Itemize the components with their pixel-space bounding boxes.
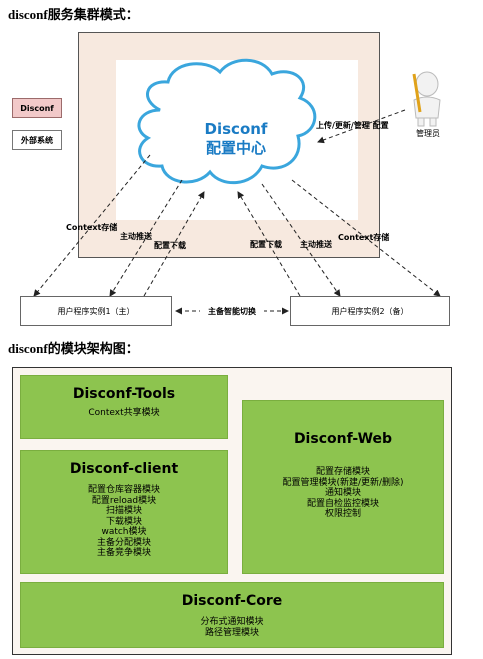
admin-figure-icon <box>412 71 441 127</box>
edge-download-left <box>143 191 205 297</box>
legend-external-label: 外部系统 <box>21 135 53 145</box>
app-instance-backup: 用户程序实例2（备） <box>290 296 450 326</box>
label-download-right: 配置下载 <box>250 240 282 249</box>
module-item: 配置自检监控模块 <box>306 498 379 509</box>
edge-context-store-left <box>33 154 151 297</box>
label-context-store-right: Context存储 <box>338 233 390 242</box>
edge-active-push-right <box>261 183 341 297</box>
module-item: Context共享模块 <box>88 408 160 418</box>
module-tools-items: Context共享模块 <box>88 408 159 419</box>
module-item: 主备竞争模块 <box>96 548 151 558</box>
label-download-left: 配置下载 <box>154 241 186 250</box>
section-title-architecture: disconf的模块架构图： <box>8 341 139 356</box>
legend-external: 外部系统 <box>12 130 62 150</box>
app-instance-primary-label: 用户程序实例1（主） <box>57 306 135 316</box>
module-web-items: 配置存储模块 配置管理模块(新建/更新/删除) 通知模块 配置自检监控模块 权限… <box>282 467 403 520</box>
module-item: watch模块 <box>101 527 147 537</box>
module-item: 主备分配模块 <box>96 537 151 548</box>
module-item: 配置存储模块 <box>315 467 370 477</box>
config-center-cloud <box>137 58 317 185</box>
app-instance-primary: 用户程序实例1（主） <box>20 296 172 326</box>
module-core-title: Disconf-Core <box>181 593 283 609</box>
config-center-subtitle: 配置中心 <box>205 139 266 157</box>
module-item: 通知模块 <box>324 488 361 498</box>
legend-disconf: Disconf <box>12 98 62 118</box>
module-web: Disconf-Web 配置存储模块 配置管理模块(新建/更新/删除) 通知模块… <box>242 400 444 574</box>
config-center-name: Disconf <box>204 120 268 138</box>
module-item: 配置仓库容器模块 <box>87 485 160 495</box>
module-client: Disconf-client 配置仓库容器模块 配置reload模块 扫描模块 … <box>20 450 228 574</box>
section-title-cluster: disconf服务集群模式： <box>8 7 139 22</box>
module-item: 权限控制 <box>324 509 361 519</box>
config-center-label: Disconf 配置中心 <box>186 120 286 158</box>
label-context-store-left: Context存储 <box>66 223 118 232</box>
switch-label: 主备智能切换 <box>200 306 264 317</box>
module-item: 配置reload模块 <box>91 495 157 506</box>
label-active-push-right: 主动推送 <box>300 240 332 249</box>
module-web-title: Disconf-Web <box>293 431 393 447</box>
module-tools-title: Disconf-Tools <box>72 386 176 402</box>
module-item: 下载模块 <box>105 516 142 527</box>
module-item: 配置管理模块(新建/更新/删除) <box>282 477 404 488</box>
label-active-push-left: 主动推送 <box>120 232 152 241</box>
legend-disconf-label: Disconf <box>20 103 54 113</box>
module-item: 分布式通知模块 <box>200 617 264 627</box>
admin-label: 管理员 <box>416 129 440 138</box>
edge-admin-upload <box>317 109 406 144</box>
edge-active-push-left <box>109 179 183 297</box>
cluster-diagram-graphics <box>33 58 441 315</box>
app-instance-backup-label: 用户程序实例2（备） <box>331 306 409 316</box>
edge-download-right <box>237 191 301 297</box>
module-core: Disconf-Core 分布式通知模块 路径管理模块 <box>20 582 444 648</box>
module-client-title: Disconf-client <box>69 461 179 477</box>
module-client-items: 配置仓库容器模块 配置reload模块 扫描模块 下载模块 watch模块 主备… <box>88 485 160 559</box>
module-item: 路径管理模块 <box>204 627 259 638</box>
module-item: 扫描模块 <box>105 506 142 516</box>
edge-context-store-right <box>291 179 441 297</box>
admin-action-label: 上传/更新/管理 配置 <box>316 121 389 130</box>
module-tools: Disconf-Tools Context共享模块 <box>20 375 228 439</box>
module-core-items: 分布式通知模块 路径管理模块 <box>200 617 263 638</box>
